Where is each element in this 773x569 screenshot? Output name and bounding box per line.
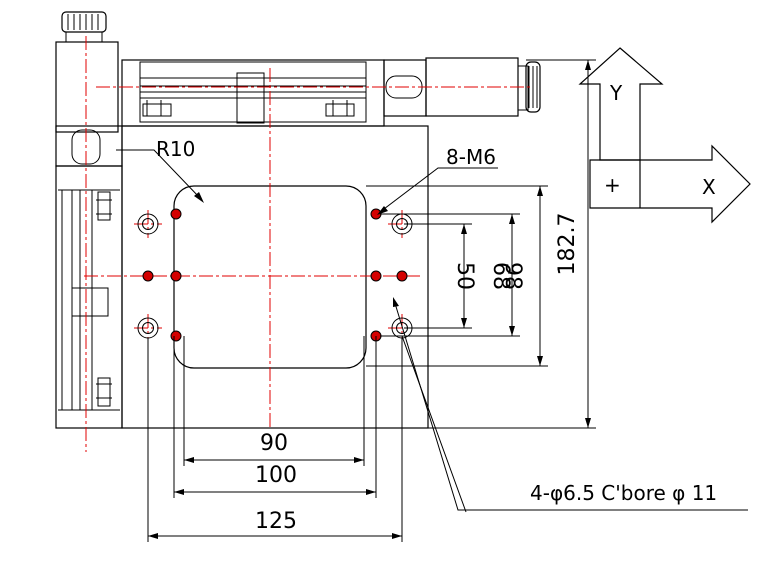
tapped-holes [142, 208, 408, 342]
dim-98: 98 [500, 262, 525, 290]
tapped-holes-label: 8-M6 [446, 145, 496, 169]
leaders [116, 149, 748, 513]
centerlines [84, 36, 530, 452]
axis-indicator [578, 47, 751, 224]
axis-origin-label: + [604, 173, 621, 197]
vertical-dimensions [366, 59, 596, 429]
horizontal-dimensions [147, 336, 403, 542]
dim-50: 50 [452, 262, 477, 290]
dim-125: 125 [255, 509, 297, 534]
x-axis-arrow-icon [589, 144, 751, 224]
dim-90: 90 [260, 431, 288, 456]
counterbore-label: 4-φ6.5 C'bore φ 11 [530, 481, 717, 505]
top-drive-assembly [121, 57, 541, 127]
dim-182-7: 182.7 [555, 213, 580, 276]
dim-68: 68 [488, 262, 513, 290]
dim-100: 100 [255, 463, 297, 488]
axis-y-label: Y [609, 81, 623, 105]
left-drive-assembly [55, 11, 123, 429]
radius-label: R10 [156, 137, 195, 161]
axis-x-label: X [702, 175, 716, 199]
